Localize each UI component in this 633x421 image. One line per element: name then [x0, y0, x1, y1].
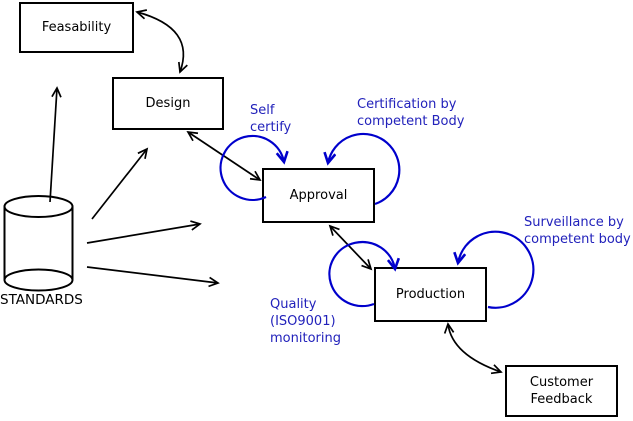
arrow-standards-to-design [91, 147, 149, 220]
annotation-certification: Certification by competent Body [357, 97, 465, 129]
arrow-approval-production [328, 224, 373, 271]
node-design: Design [112, 77, 224, 130]
arrow-standards-to-feasability [49, 86, 62, 203]
node-approval: Approval [262, 168, 375, 223]
node-feasability-label: Feasability [41, 20, 112, 35]
standards-label: STANDARDS [0, 292, 83, 308]
arrow-standards-to-approval [86, 220, 202, 244]
node-customer-feedback: Customer Feedback [505, 365, 618, 417]
arrow-standards-to-production [86, 266, 220, 288]
node-customer-feedback-label: Customer Feedback [529, 375, 594, 407]
annotation-quality: Quality (ISO9001) monitoring [270, 297, 341, 346]
node-design-label: Design [145, 96, 191, 111]
cylinder-bottom-ellipse [3, 268, 74, 292]
annotation-self-certify: Self certify [250, 103, 292, 135]
standards-cylinder [3, 195, 74, 292]
arrow-production-customer [443, 322, 503, 375]
node-production-label: Production [395, 287, 466, 302]
node-feasability: Feasability [19, 2, 134, 53]
arrow-feasability-design [135, 9, 188, 74]
node-approval-label: Approval [289, 188, 348, 203]
node-production: Production [374, 267, 487, 322]
cylinder-top-ellipse [3, 195, 74, 218]
arrow-design-approval [186, 130, 262, 182]
annotation-surveillance: Surveillance by competent body [524, 215, 631, 247]
